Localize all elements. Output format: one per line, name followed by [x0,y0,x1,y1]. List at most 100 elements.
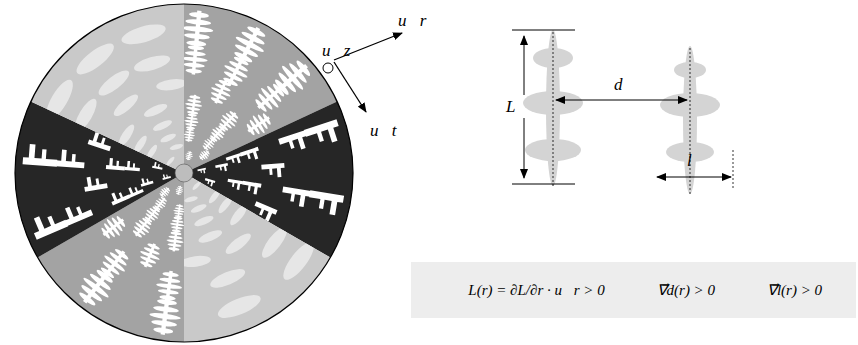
dendrite [139,176,153,187]
f-dendrite [106,158,126,171]
dendrite [184,150,194,161]
ellipse-grain [223,230,254,257]
dendrite [190,203,208,215]
fern-branch [185,18,211,26]
fern-branch [173,209,185,212]
dendrite [180,9,215,49]
dendrite [142,203,163,225]
ellipse-grain [159,132,177,144]
dendrite [159,132,177,144]
fern-branch [182,25,214,33]
fern-branch [153,327,174,335]
dendrite [261,163,285,179]
formula-text: ∇⃗d(r) > 0 [657,281,715,299]
dendrite [216,107,242,134]
dendrite [184,195,199,203]
fern-branch [185,131,195,134]
dendrite [207,188,222,205]
dimension-line [657,177,731,178]
fern-branch [185,102,202,107]
dendrite [241,181,261,195]
ellipse-grain [72,39,118,80]
fern-branch [187,110,198,114]
dendrite [191,180,202,191]
f-dendrite [29,207,69,239]
dendrite [145,143,159,160]
fern-branch [162,271,179,277]
fern-branch [139,260,153,268]
dendrite [152,118,174,133]
fern-branch [184,133,196,136]
dendrite [161,173,171,180]
dendrite [197,148,212,162]
dendrite [147,296,183,337]
dendrite [56,149,85,168]
f-dendrite [240,147,261,164]
fern-branch [189,95,200,99]
dimension-tick [512,184,575,185]
fern-branch [167,243,181,248]
dendrite [71,96,101,135]
formula-text: ∇⃗l(r) > 0 [767,281,822,299]
vector-label: u⃗z [322,42,350,59]
vector-label: u⃗t [370,122,396,139]
dendrite-left [523,30,583,186]
dendrite [174,185,184,196]
ellipse-grain [208,265,247,291]
dendrite [208,265,247,291]
ellipse-grain [278,238,318,284]
dendrite-right [660,46,720,194]
fern-branch [78,291,97,307]
ellipse-grain [132,134,149,155]
dendrite [165,156,175,167]
ellipse-grain [228,202,250,227]
dendrite [95,244,134,284]
dendrite [29,207,69,239]
fern-branch [186,116,198,120]
fern-branch [175,207,185,210]
ellipse-grain [41,76,78,123]
dendrite [132,134,149,155]
f-dendrite [152,162,163,170]
ellipse-grain [156,77,188,92]
fern-branch [170,231,181,235]
dendrite [41,76,78,123]
fern-branch [186,40,206,47]
dendrite [215,290,263,322]
f-dendrite [215,163,229,173]
dendrite [278,238,318,284]
dendrite [135,240,164,271]
dendrite [108,188,130,206]
fern-branch [174,212,184,215]
ellipse-grain [145,143,159,160]
ellipse-grain [191,180,202,191]
dendrite [116,122,137,148]
ellipse-grain [169,143,184,151]
fern-branch [262,113,272,126]
fern-branch [149,312,181,321]
axis-line [690,48,691,194]
dendrite [119,20,167,48]
fern-branch [186,106,200,111]
dendrite [197,168,206,175]
dimension-label: l [687,152,692,169]
formula-text: ∇⃗L(r) = ∂L/∂r · u⃗r > 0 [445,282,605,299]
dimension-label: L [506,98,515,115]
fern-branch [176,193,181,195]
fern-branch [184,136,194,139]
f-dendrite [280,186,310,207]
ellipse-grain [95,66,132,99]
fern-branch [246,25,266,39]
f-dendrite [23,144,59,167]
dendrite [106,158,126,171]
uz-symbol [323,63,333,73]
dendrite [23,144,59,167]
dimension-label: d [614,76,623,93]
f-dendrite [108,188,130,206]
ellipse-grain [116,122,137,148]
fern-branch [185,51,206,57]
dendrite [83,174,108,191]
f-dendrite [241,181,261,195]
fern-branch [185,139,193,142]
dendrite [258,224,291,261]
